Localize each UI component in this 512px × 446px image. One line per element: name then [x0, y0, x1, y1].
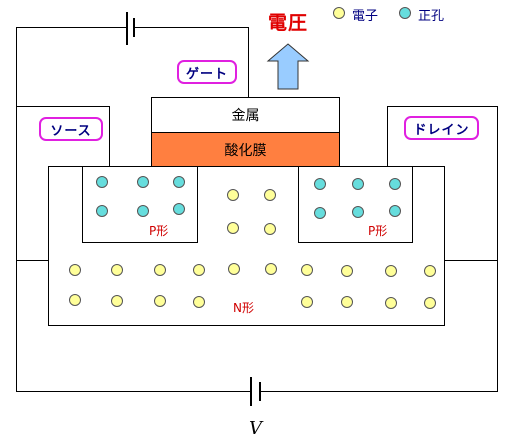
wire-bottom-left	[16, 391, 251, 392]
electron-dot	[111, 295, 123, 307]
electron-dot	[301, 296, 313, 308]
hole-dot	[389, 205, 401, 217]
electron-dot	[154, 295, 166, 307]
electron-dot	[264, 223, 276, 235]
hole-dot	[173, 176, 185, 188]
battery-bottom-short-plate	[259, 382, 261, 401]
wire-top-left	[16, 27, 127, 28]
electron-dot	[385, 265, 397, 277]
electron-dot	[154, 264, 166, 276]
wire-top-right	[133, 27, 248, 28]
gate-label: ゲート	[177, 60, 237, 84]
oxide-layer: 酸化膜	[151, 132, 340, 167]
hole-dot	[352, 206, 364, 218]
hole-dot	[314, 178, 326, 190]
hole-dot	[96, 205, 108, 217]
battery-top-long-plate	[126, 12, 128, 45]
electron-dot	[424, 297, 436, 309]
legend-electron-label: 電子	[352, 9, 379, 24]
electron-dot	[264, 189, 276, 201]
hole-dot	[173, 203, 185, 215]
electron-dot	[227, 189, 239, 201]
up-arrow-icon	[266, 43, 310, 90]
electron-dot	[341, 296, 353, 308]
legend-hole-label: 正孔	[418, 9, 445, 24]
source-label: ソース	[39, 117, 103, 141]
wire-right-bottom	[497, 260, 498, 392]
battery-top-short-plate	[133, 18, 135, 37]
electron-dot	[265, 263, 277, 275]
electron-dot	[193, 264, 205, 276]
electron-dot	[424, 265, 436, 277]
wire-bottom-right	[261, 391, 498, 392]
p-region-right-label: P形	[368, 224, 388, 238]
wire-left-bottom	[16, 260, 17, 391]
hole-dot	[137, 176, 149, 188]
title: 電圧	[268, 12, 309, 34]
electron-dot	[228, 263, 240, 275]
battery-bottom-long-plate	[250, 377, 252, 406]
hole-dot	[389, 178, 401, 190]
hole-dot	[352, 178, 364, 190]
metal-label: 金属	[231, 108, 260, 124]
voltage-symbol: V	[249, 418, 262, 439]
electron-dot	[69, 294, 81, 306]
electron-dot	[341, 265, 353, 277]
oxide-label: 酸化膜	[224, 142, 267, 159]
electron-dot	[385, 297, 397, 309]
electron-dot	[111, 264, 123, 276]
n-region-label: N形	[233, 301, 254, 315]
metal-layer: 金属	[151, 97, 340, 133]
hole-dot	[137, 205, 149, 217]
electron-dot	[69, 264, 81, 276]
wire-left-top	[16, 27, 17, 106]
electron-dot	[193, 296, 205, 308]
wire-gate-vertical	[248, 27, 249, 98]
electron-dot	[227, 222, 239, 234]
hole-dot	[96, 176, 108, 188]
hole-dot	[314, 207, 326, 219]
p-region-left-label: P形	[149, 224, 169, 238]
drain-label: ドレイン	[404, 116, 479, 140]
legend-hole-icon	[399, 7, 411, 19]
legend-electron-icon	[333, 7, 345, 19]
electron-dot	[301, 264, 313, 276]
